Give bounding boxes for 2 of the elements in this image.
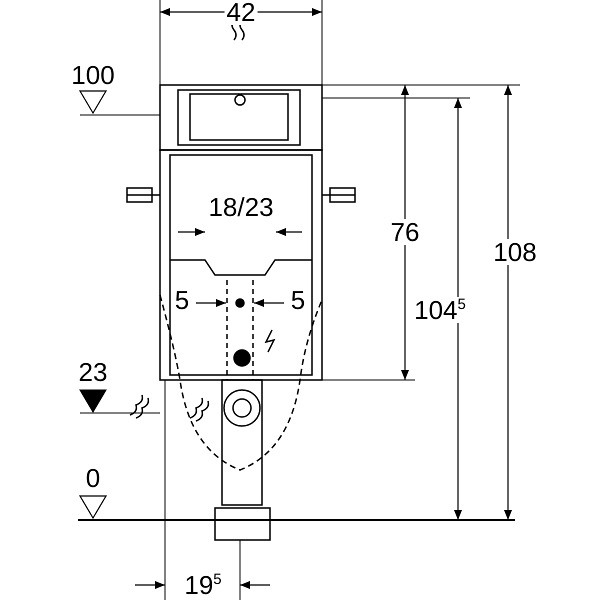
dimension-value: 42 xyxy=(224,0,258,25)
dimension-value: 76 xyxy=(388,219,422,245)
